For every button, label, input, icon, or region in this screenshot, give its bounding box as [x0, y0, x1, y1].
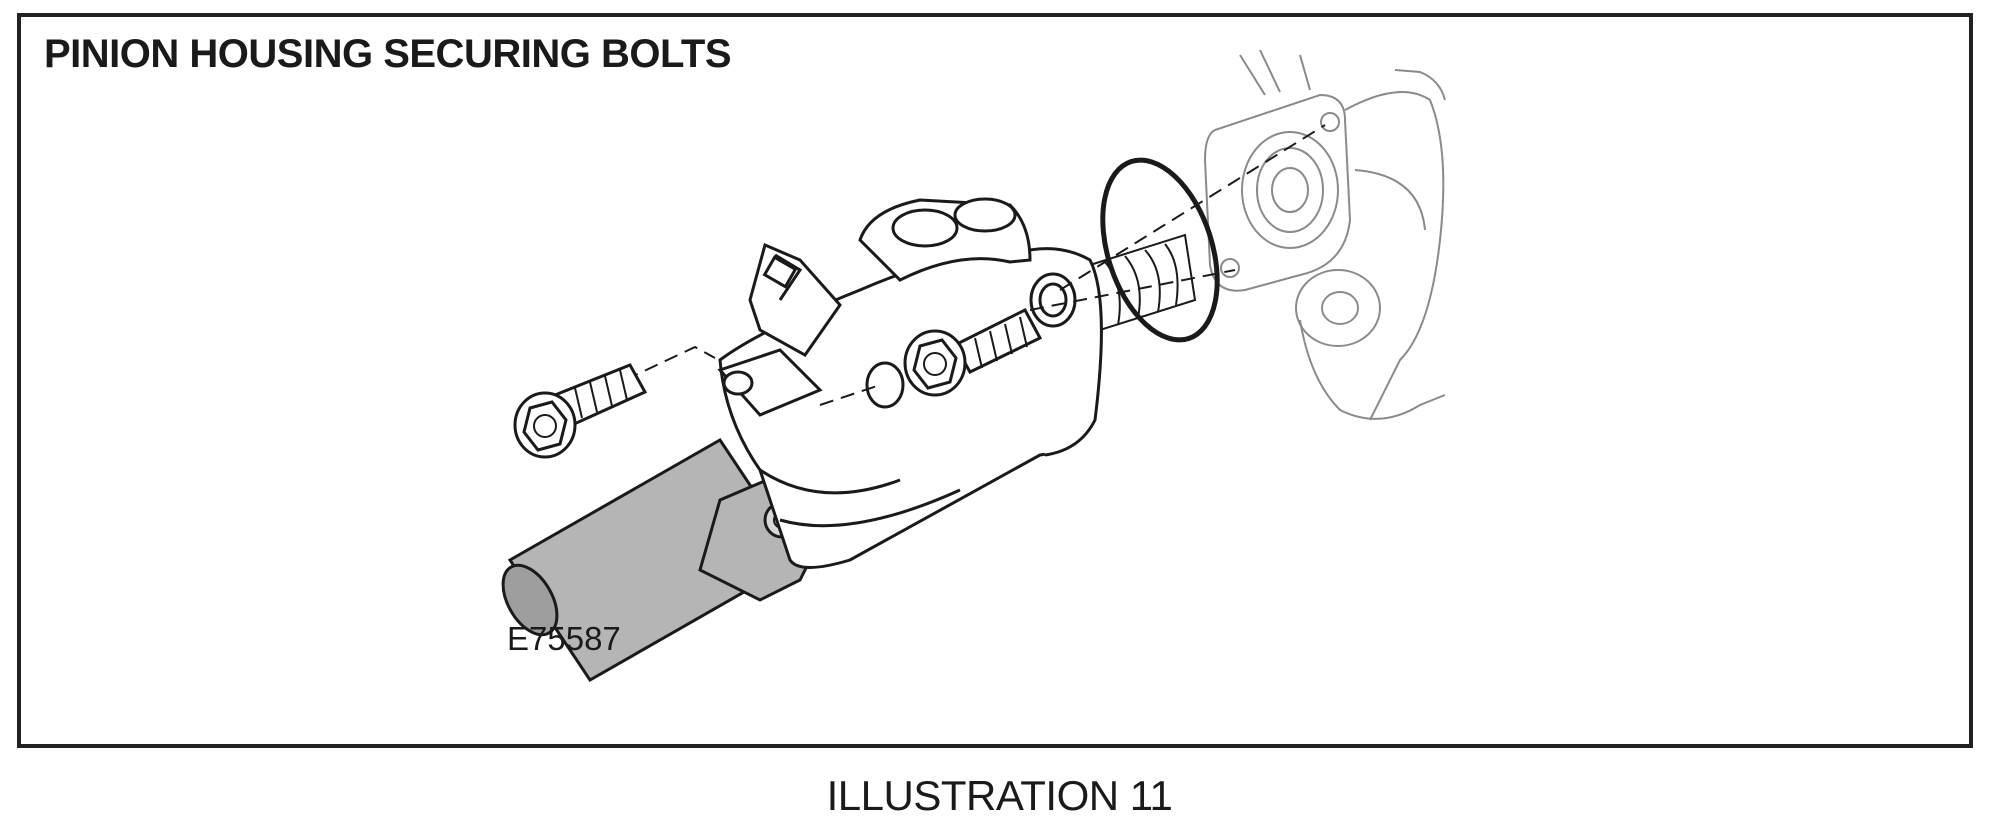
- housing-flange: [1203, 49, 1446, 421]
- o-ring: [1100, 157, 1220, 343]
- illustration-caption: ILLUSTRATION 11: [826, 772, 1173, 819]
- securing-bolt: [903, 308, 1043, 397]
- alignment-lines: [624, 124, 1326, 406]
- figure-code: E75587: [507, 620, 621, 657]
- connector: [748, 242, 842, 357]
- illustration-title: PINION HOUSING SECURING BOLTS: [44, 32, 732, 76]
- securing-bolt: [513, 363, 648, 459]
